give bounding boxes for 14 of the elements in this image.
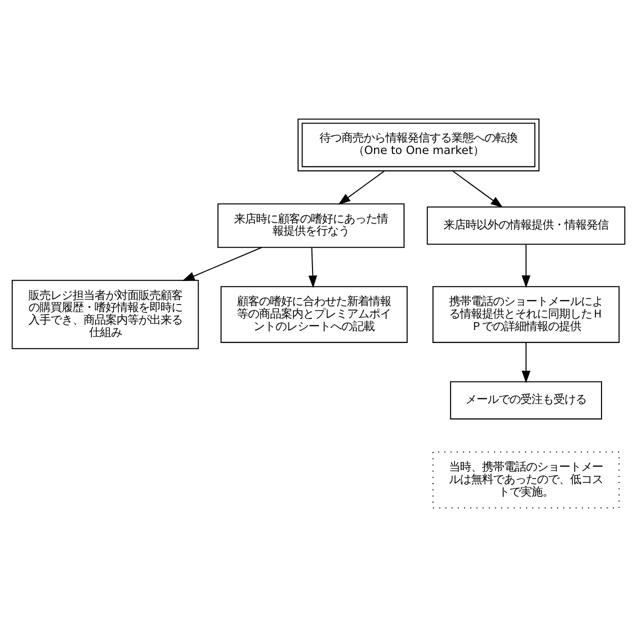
node-box: 携帯電話のショートメールによる情報提供とそれに同期したＨＰでの詳細情報の提供	[432, 286, 620, 342]
node-box: 顧客の嗜好に合わせた新着情報等の商品案内とプレミアムポイントのレシートへの記載	[220, 286, 408, 342]
node-box: 待つ商売から情報発信する業態への転換 （One to One market）	[298, 118, 540, 171]
arrow	[308, 247, 318, 288]
node-box: 販売レジ担当者が対面販売顧客の購買履歴・嗜好情報を即時に入手でき、商品案内等が出来る仕組み	[12, 279, 199, 349]
arrow	[522, 244, 530, 288]
arrow	[452, 170, 504, 208]
node-box: 来店時以外の情報提供・情報発信	[426, 206, 626, 244]
node-box: メールでの受注も受ける	[450, 380, 602, 419]
arrow	[338, 170, 385, 204]
arrow	[182, 246, 262, 281]
node-box: 来店時に顧客の嗜好にあった情報提供を行なう	[217, 202, 405, 248]
node-box: 当時、携帯電話のショートメールは無料であったので、低コストで実施。	[432, 451, 620, 508]
arrow	[522, 342, 530, 383]
